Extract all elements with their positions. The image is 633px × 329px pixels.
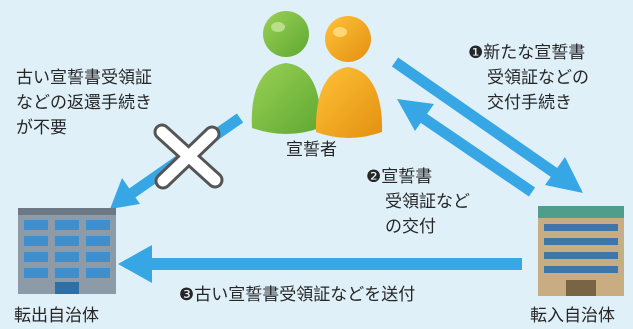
- arrow-step3: [118, 245, 522, 283]
- step1-line: 新たな宣誓書: [483, 43, 586, 63]
- cross-icon: [153, 123, 224, 190]
- note-line: が不要: [16, 118, 67, 138]
- step1-line: 受領証などの: [487, 68, 589, 88]
- destination-municipality-label: 転入自治体: [530, 306, 615, 326]
- note-line: などの返還手続き: [16, 93, 152, 113]
- note-line: 古い宣誓書受領証: [16, 68, 152, 88]
- building-destination-icon: [538, 206, 624, 296]
- declarer-label: 宣誓者: [286, 140, 337, 160]
- person-green-icon: [251, 11, 321, 134]
- step3-text: 古い宣誓書受領証などを送付: [194, 285, 416, 305]
- step1-line: 交付手続き: [487, 93, 572, 113]
- arrow-step1: [391, 57, 583, 193]
- person-orange-icon: [315, 16, 383, 138]
- step2-line: 受領証など: [385, 192, 470, 212]
- step3-label: ❸古い宣誓書受領証などを送付: [179, 284, 415, 306]
- step2-number: ❷: [366, 167, 382, 187]
- origin-municipality-label: 転出自治体: [14, 306, 99, 326]
- note-no-return: 古い宣誓書受領証 などの返還手続き が不要: [16, 66, 152, 141]
- arrow-step2: [397, 99, 536, 197]
- step3-number: ❸: [179, 285, 195, 305]
- building-origin-icon: [18, 208, 116, 294]
- step1-number: ❶: [468, 43, 484, 63]
- step2-line: 宣誓書: [381, 167, 433, 187]
- step1-label: ❶新たな宣誓書 受領証などの 交付手続き: [468, 41, 589, 116]
- step2-label: ❷宣誓書 受領証など の交付: [366, 165, 470, 240]
- step2-line: の交付: [385, 217, 436, 237]
